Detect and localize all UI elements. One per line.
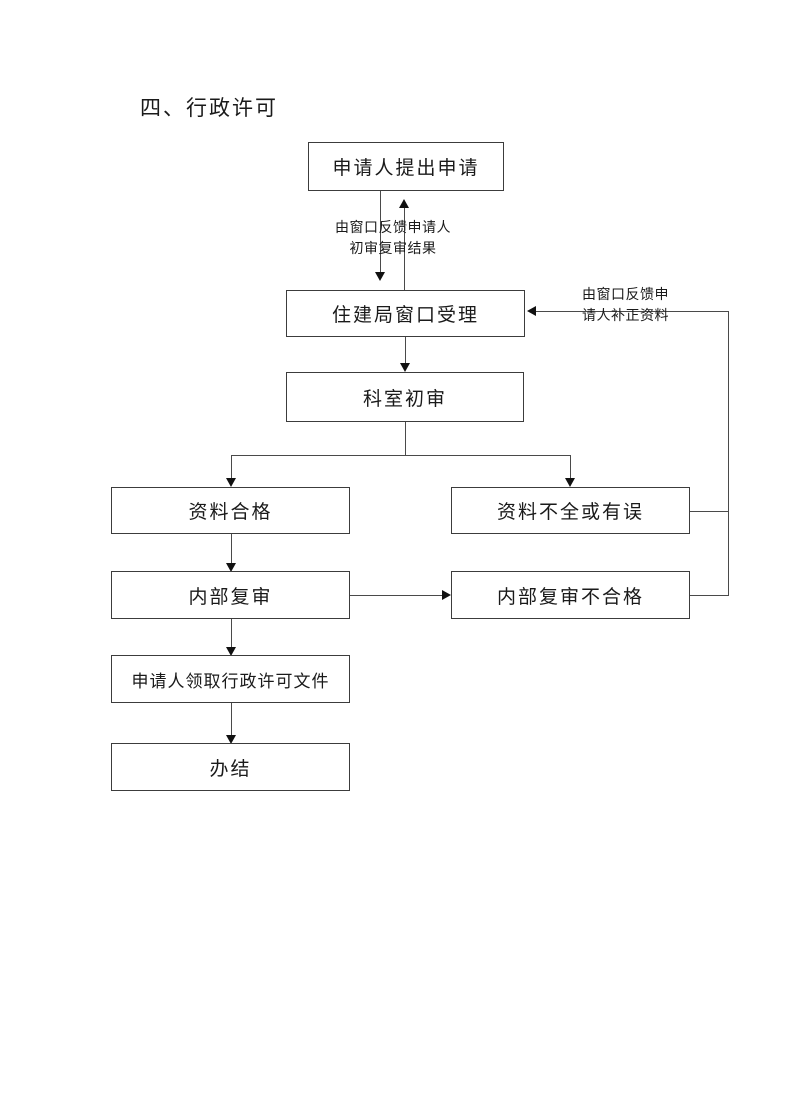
edge-review-split-bar (231, 455, 571, 456)
edge-supplement-to-window-arrow (527, 306, 536, 316)
edge-window-to-apply-arrow (399, 199, 409, 208)
edge-failed-return-line (690, 595, 729, 596)
node-apply[interactable]: 申请人提出申请 (308, 142, 504, 191)
edge-internal-to-collect-line (231, 619, 232, 647)
edge-internal-to-failed-arrow (442, 590, 451, 600)
edge-apply-to-window-arrow (375, 272, 385, 281)
edge-collect-to-done-line (231, 703, 232, 735)
edge-review-to-qualified-line (231, 455, 232, 485)
edge-window-to-review-arrow (400, 363, 410, 372)
edge-incomplete-return-line (690, 511, 729, 512)
page-title: 四、行政许可 (140, 96, 278, 120)
node-internal-review[interactable]: 内部复审 (111, 571, 350, 619)
edge-apply-to-window-line (380, 191, 381, 272)
edge-qualified-to-internal-arrow (226, 563, 236, 572)
node-applicant-collect-document[interactable]: 申请人领取行政许可文件 (111, 655, 350, 703)
node-materials-qualified[interactable]: 资料合格 (111, 487, 350, 534)
edge-window-to-apply-line (404, 208, 405, 290)
node-window-acceptance[interactable]: 住建局窗口受理 (286, 290, 525, 337)
edge-internal-to-collect-arrow (226, 647, 236, 656)
edge-review-to-incomplete-line (570, 455, 571, 485)
edge-label-supplement-line2: 请人补正资料 (582, 309, 669, 324)
edge-review-to-incomplete-arrow (565, 478, 575, 487)
edge-label-feedback-result-line1: 由窗口反馈申请人 (335, 221, 451, 236)
node-completed[interactable]: 办结 (111, 743, 350, 791)
node-materials-incomplete[interactable]: 资料不全或有误 (451, 487, 690, 534)
node-internal-review-failed[interactable]: 内部复审不合格 (451, 571, 690, 619)
edge-internal-to-failed-line (350, 595, 442, 596)
edge-review-to-qualified-arrow (226, 478, 236, 487)
node-section-first-review[interactable]: 科室初审 (286, 372, 524, 422)
edge-label-feedback-result-line2: 初审复审结果 (349, 242, 437, 257)
edge-window-to-review-line (405, 337, 406, 363)
edge-review-split-trunk (405, 422, 406, 455)
edge-label-feedback-result: 由窗口反馈申请人 初审复审结果 (327, 218, 459, 260)
edge-supplement-to-window-line (536, 311, 729, 312)
edge-collect-to-done-arrow (226, 735, 236, 744)
edge-return-riser (728, 311, 729, 596)
edge-label-supplement-line1: 由窗口反馈申 (582, 288, 669, 303)
edge-label-supplement: 由窗口反馈申 请人补正资料 (573, 285, 678, 327)
edge-qualified-to-internal-line (231, 534, 232, 563)
